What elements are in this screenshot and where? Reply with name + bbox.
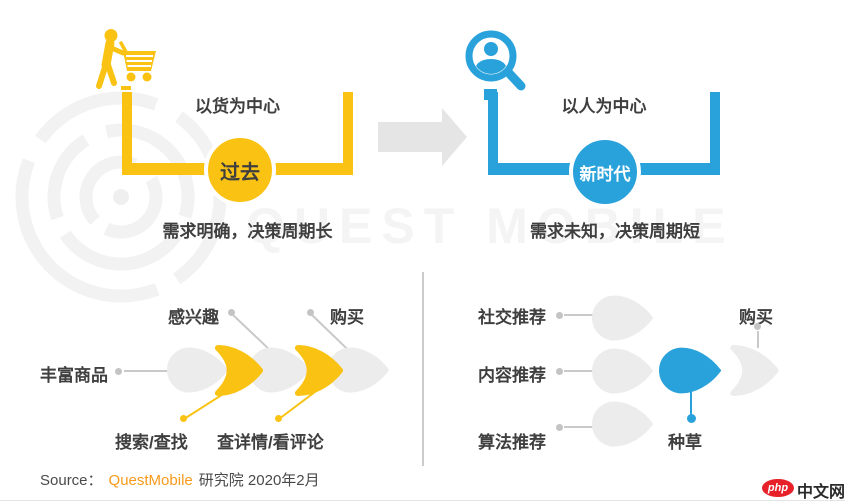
label-social-rec: 社交推荐	[478, 308, 546, 327]
label-interest: 感兴趣	[168, 308, 219, 327]
source-brand: QuestMobile	[108, 472, 193, 489]
connector-dot	[556, 312, 563, 319]
connector-line	[124, 370, 167, 372]
connector-dot-yellow	[275, 415, 282, 422]
flow-chevron-details	[289, 344, 344, 397]
goods-caption: 需求明确，决策周期长	[162, 222, 333, 241]
transition-arrow-body	[378, 122, 442, 152]
label-content-rec: 内容推荐	[478, 366, 546, 385]
source-suffix: 研究院 2020年2月	[198, 472, 320, 489]
connector-dot	[754, 323, 761, 330]
label-seed: 种草	[668, 433, 702, 452]
watermark-text: QUEST MOBILE	[246, 198, 735, 254]
connector-dot-blue	[687, 414, 696, 423]
source-line: Source： QuestMobile 研究院 2020年2月	[40, 469, 320, 490]
flow-leaf-content	[592, 348, 654, 394]
era-circle-new: 新时代	[569, 136, 641, 208]
goods-bracket-label: 以货为中心	[195, 97, 280, 116]
section-divider	[422, 272, 424, 466]
php-logo-badge: php	[762, 479, 794, 497]
connector-line-blue	[690, 392, 692, 416]
flow-leaf-seed	[659, 346, 722, 395]
php-logo-text: 中文网	[797, 484, 845, 501]
label-algorithm-rec: 算法推荐	[478, 433, 546, 452]
flow-chevron-search	[209, 344, 264, 397]
transition-arrow-head	[442, 108, 467, 166]
connector-dot	[228, 309, 235, 316]
flow-leaf-algorithm	[592, 401, 654, 447]
source-prefix: Source：	[40, 472, 103, 489]
flow-leaf-social	[592, 295, 654, 341]
label-buy-right: 购买	[739, 308, 773, 327]
flow-chevron-buy	[723, 344, 781, 397]
people-caption: 需求未知，决策周期短	[530, 222, 700, 241]
people-bracket-label: 以人为中心	[561, 97, 647, 116]
connector-dot-yellow	[180, 415, 187, 422]
label-search: 搜索/查找	[115, 433, 188, 452]
connector-dot	[556, 424, 563, 431]
era-circle-past: 过去	[204, 134, 276, 206]
connector-line	[564, 426, 595, 428]
connector-line	[757, 331, 759, 348]
connector-dot	[307, 309, 314, 316]
label-details: 查详情/看评论	[217, 433, 324, 452]
connector-dot	[556, 368, 563, 375]
label-buy-left: 购买	[330, 308, 364, 327]
connector-dot	[115, 368, 122, 375]
person-pushing-cart-icon	[96, 29, 156, 90]
label-rich-products: 丰富商品	[40, 366, 108, 385]
connector-line	[564, 314, 595, 316]
person-magnifier-icon	[465, 30, 526, 100]
connector-line	[564, 370, 595, 372]
